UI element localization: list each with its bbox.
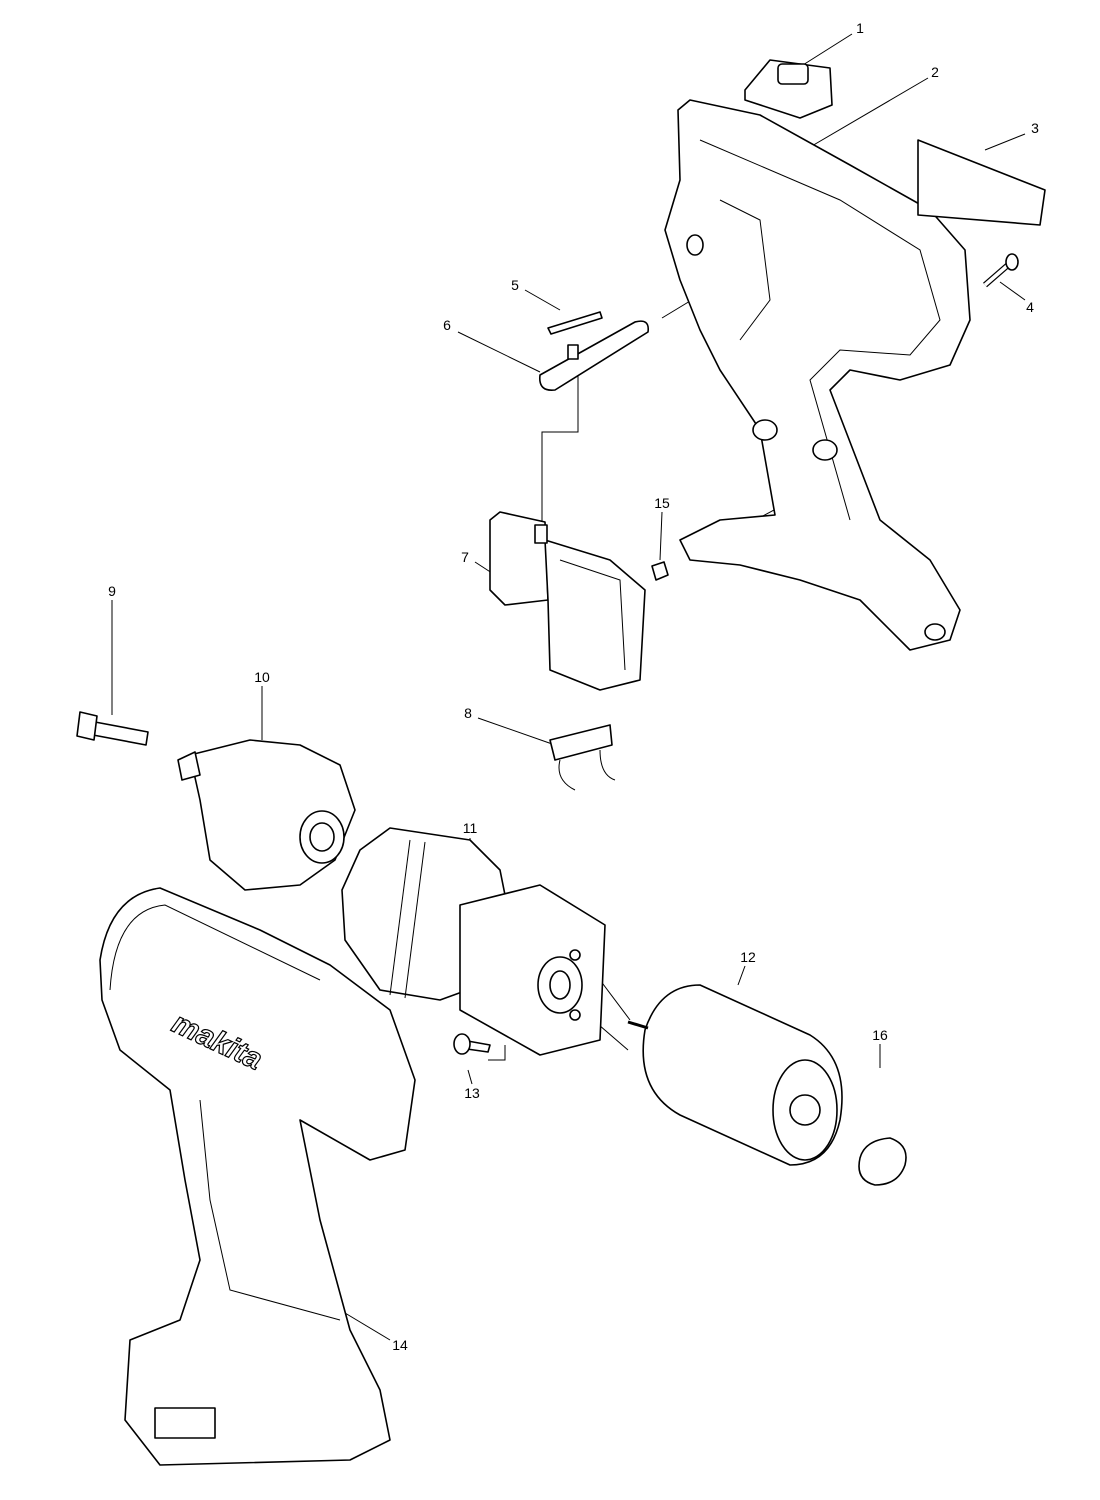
part-14-housing: makita bbox=[99, 887, 416, 1466]
callout-1: 1 bbox=[856, 20, 864, 36]
part-12-motor bbox=[627, 984, 843, 1166]
callout-3: 3 bbox=[1031, 120, 1039, 136]
part-6-change-lever bbox=[538, 320, 650, 392]
part-5-spring bbox=[547, 311, 603, 335]
part-2-housing-half bbox=[664, 99, 971, 651]
part-10-drill-chuck bbox=[177, 739, 356, 891]
part-4-screw bbox=[983, 253, 1019, 288]
part-13-screw bbox=[453, 1033, 491, 1055]
part-11-gear-assembly bbox=[341, 827, 606, 1056]
part-3-label bbox=[917, 139, 1046, 226]
callout-10: 10 bbox=[254, 669, 270, 685]
callout-5: 5 bbox=[511, 277, 519, 293]
part-16-cap bbox=[858, 1137, 907, 1186]
part-1-lever-cover bbox=[744, 59, 833, 119]
callout-13: 13 bbox=[464, 1085, 480, 1101]
part-7-switch bbox=[489, 511, 646, 691]
callout-9: 9 bbox=[108, 583, 116, 599]
callout-2: 2 bbox=[931, 64, 939, 80]
callout-11: 11 bbox=[462, 820, 478, 836]
callout-7: 7 bbox=[461, 549, 469, 565]
callout-6: 6 bbox=[443, 317, 451, 333]
callout-14: 14 bbox=[392, 1337, 408, 1353]
callout-4: 4 bbox=[1026, 299, 1034, 315]
callout-12: 12 bbox=[740, 949, 756, 965]
part-15-sleeve bbox=[651, 561, 669, 581]
callout-8: 8 bbox=[464, 705, 472, 721]
callout-16: 16 bbox=[872, 1027, 888, 1043]
part-8-terminal bbox=[549, 724, 616, 791]
callout-15: 15 bbox=[654, 495, 670, 511]
part-9-screw bbox=[76, 711, 149, 746]
